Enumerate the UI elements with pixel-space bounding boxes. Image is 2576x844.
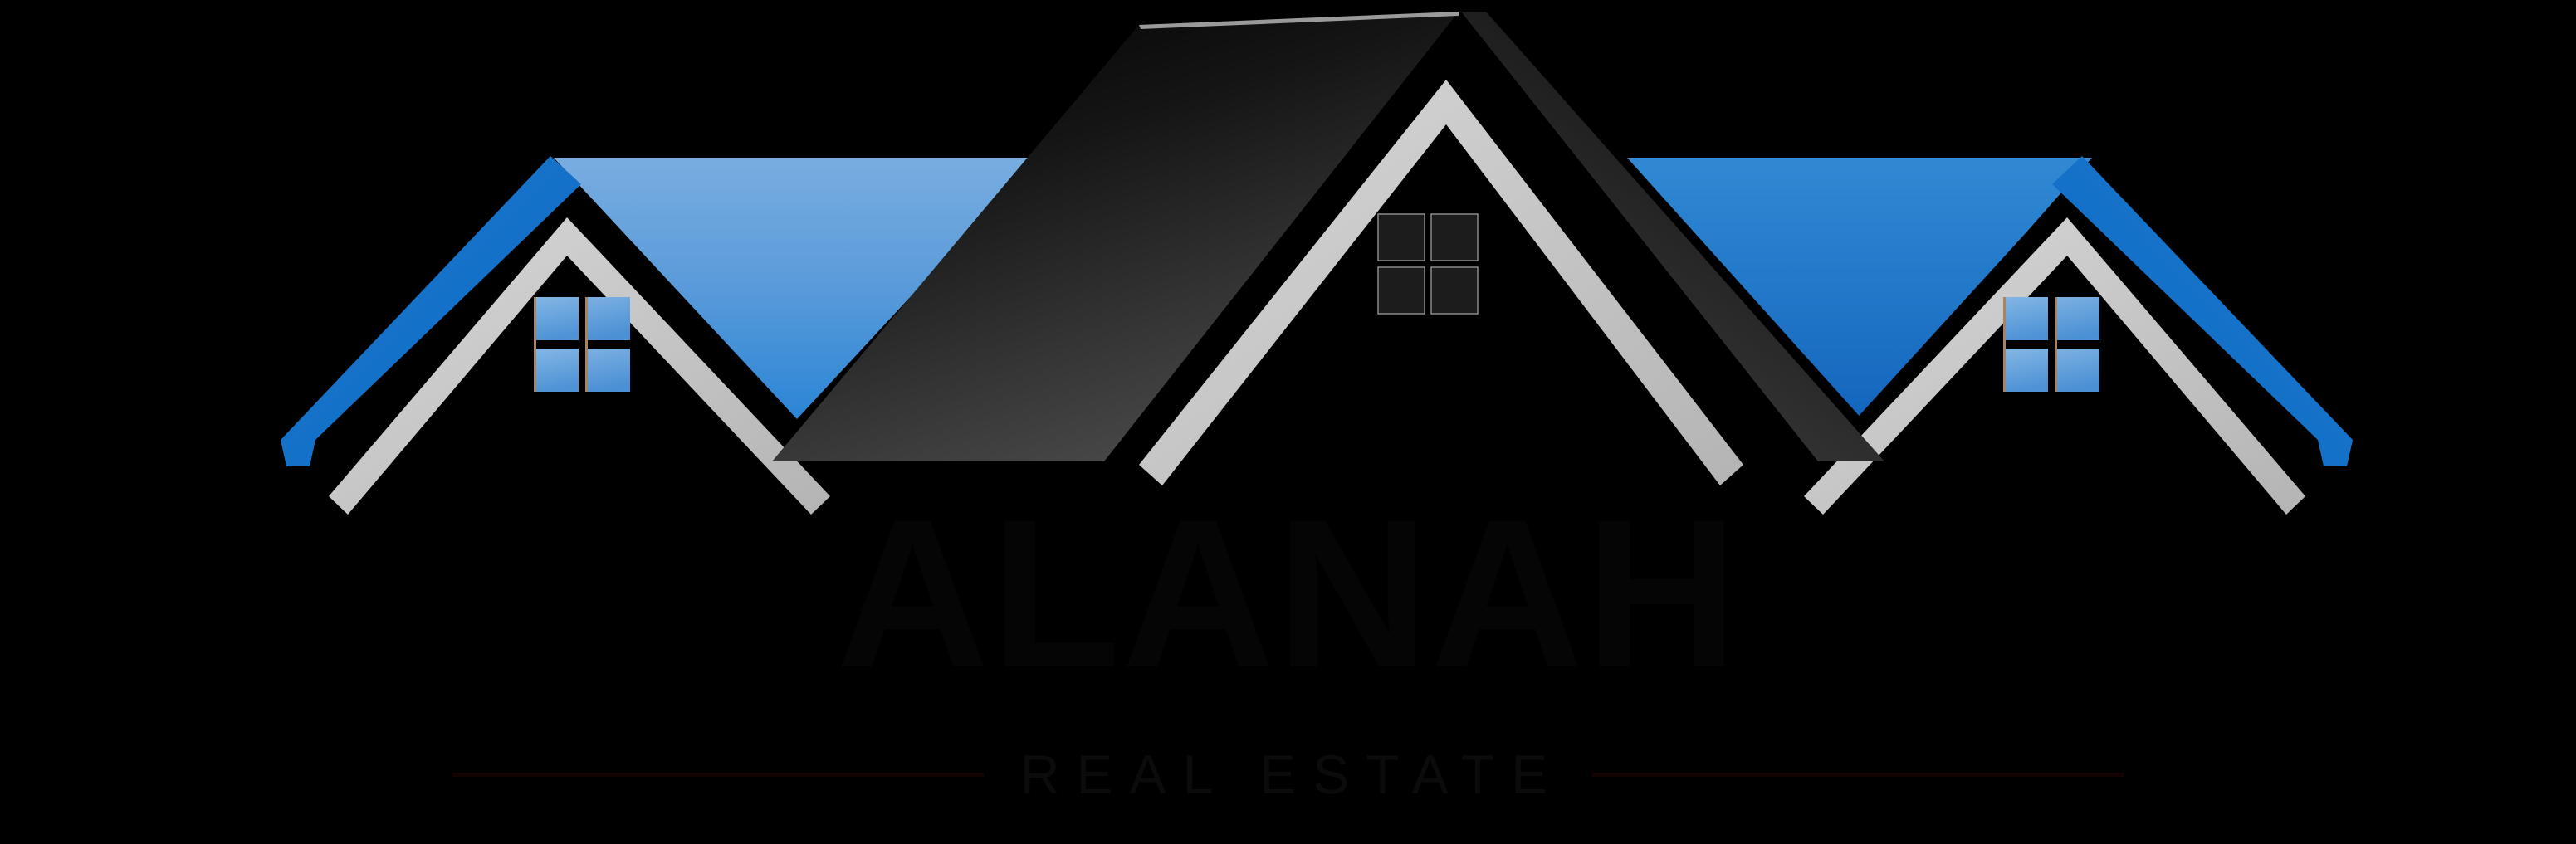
center-house-slab-highlight xyxy=(1139,12,1459,29)
left-house-window xyxy=(534,297,630,392)
right-house-eave-stripe xyxy=(2052,156,2353,466)
left-house-eave-stripe xyxy=(281,156,581,466)
center-house-right-roof-slab xyxy=(1461,12,1884,461)
center-house-left-roof-slab xyxy=(772,12,1459,461)
left-window-mullion-mid xyxy=(585,297,588,392)
tagline-row: REAL ESTATE xyxy=(0,744,2576,805)
right-house-group xyxy=(1627,156,2353,515)
brand-name: ALANAH xyxy=(836,476,1740,712)
left-window-mullion-left xyxy=(534,297,536,392)
tagline-text: REAL ESTATE xyxy=(1019,744,1565,805)
left-house-group xyxy=(281,156,1039,515)
tagline-rule-right xyxy=(1592,772,2124,777)
right-house-window xyxy=(2003,297,2099,392)
right-house-roof-triangle xyxy=(1627,158,2092,419)
center-house-group xyxy=(772,12,1884,485)
tagline-rule-left xyxy=(452,772,984,777)
right-window-mullion-mid xyxy=(2055,297,2057,392)
left-house-roof-triangle xyxy=(554,158,1039,419)
right-window-mullion-left xyxy=(2003,297,2006,392)
center-house-window xyxy=(1377,213,1479,315)
